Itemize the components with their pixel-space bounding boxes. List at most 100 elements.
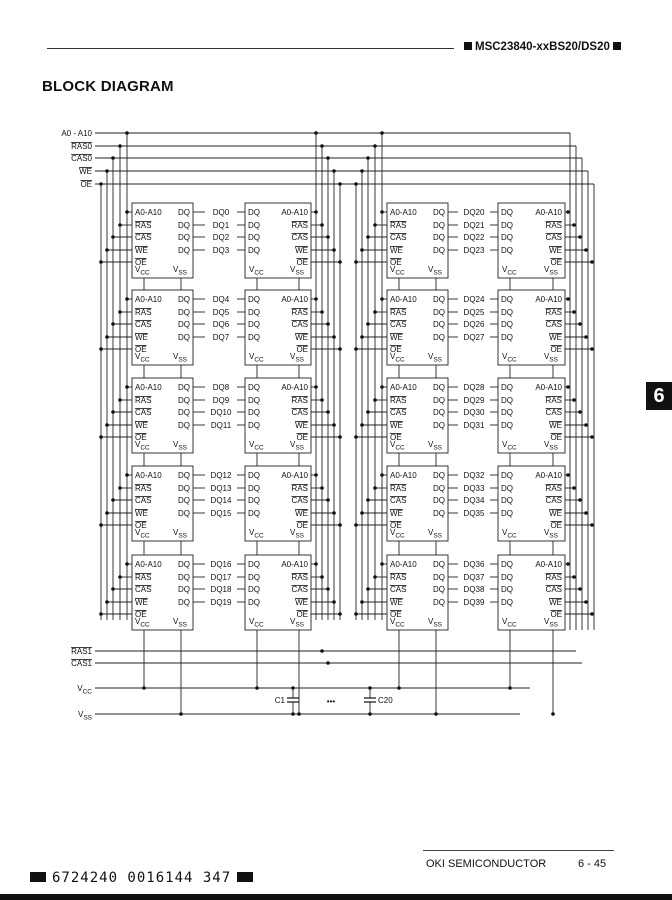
chip-pin-oe: OE (135, 345, 147, 354)
header-rule (47, 48, 454, 49)
chip-pin-a: A0-A10 (135, 295, 162, 304)
chip-pin-a: A0-A10 (535, 295, 562, 304)
chip-pin-we: WE (135, 246, 148, 255)
chip-pin-ras: RAS (546, 396, 562, 405)
junction-dot (118, 144, 122, 148)
junction-dot (360, 511, 364, 515)
junction-dot (380, 385, 384, 389)
chip-pin-dq: DQ (248, 421, 260, 430)
chip-pin-dq: DQ (501, 573, 513, 582)
chip-pin-cas: CAS (135, 496, 151, 505)
chip-pin-we: WE (390, 246, 403, 255)
chip-pin-cas: CAS (292, 408, 308, 417)
junction-dot (111, 322, 115, 326)
junction-dot (125, 210, 129, 214)
footer-company: OKI SEMICONDUCTOR (426, 858, 547, 870)
dram-chip (386, 465, 449, 542)
chip-pin-we: WE (135, 333, 148, 342)
chip-pin-vss: VSS (544, 352, 559, 364)
junction-dot (326, 498, 330, 502)
junction-dot (111, 587, 115, 591)
chip-pin-vss: VSS (428, 617, 443, 629)
chip-pin-dq: DQ (178, 560, 190, 569)
chip-pin-dq: DQ (248, 308, 260, 317)
junction-dot (360, 335, 364, 339)
chip-pin-vss: VSS (544, 265, 559, 277)
signal-label-ras1: RAS1 (71, 647, 92, 656)
chip-pin-cas: CAS (546, 585, 562, 594)
junction-dot (326, 410, 330, 414)
chip-pin-dq: DQ (501, 246, 513, 255)
chip-pin-dq: DQ (248, 560, 260, 569)
chip-pin-a: A0-A10 (135, 471, 162, 480)
junction-dot (584, 600, 588, 604)
junction-dot (566, 473, 570, 477)
junction-dot (125, 385, 129, 389)
junction-dot (566, 210, 570, 214)
chip-pin-oe: OE (296, 433, 308, 442)
chip-pin-oe: OE (135, 433, 147, 442)
chip-pin-dq: DQ (433, 221, 445, 230)
junction-dot (326, 661, 330, 665)
dram-chip (497, 377, 566, 454)
chip-pin-vss: VSS (290, 440, 305, 452)
header-title: MSC23840-xxBS20/DS20 (475, 41, 610, 53)
chip-pin-oe: OE (390, 258, 402, 267)
junction-dot (584, 335, 588, 339)
block-diagram: A0 - A10RAS0CAS0WEOERAS1CAS1VCCVSSA0-A10… (61, 129, 595, 722)
signal-label-a0-a10: A0 - A10 (61, 129, 92, 138)
chip-pin-a: A0-A10 (281, 295, 308, 304)
chip-pin-ras: RAS (390, 396, 406, 405)
signal-label-oe: OE (80, 180, 92, 189)
chip-pin-dq: DQ (178, 295, 190, 304)
dram-chip (244, 465, 312, 542)
dq-label: DQ12 (211, 471, 232, 480)
junction-dot (354, 347, 358, 351)
chip-pin-dq: DQ (178, 233, 190, 242)
square-bullet-icon (612, 42, 621, 50)
chip-pin-dq: DQ (501, 383, 513, 392)
dram-chip (131, 465, 194, 542)
chip-pin-a: A0-A10 (281, 471, 308, 480)
chip-pin-a: A0-A10 (390, 208, 417, 217)
chip-pin-ras: RAS (390, 484, 406, 493)
dram-chip (497, 202, 566, 279)
dram-chip (131, 554, 194, 631)
junction-dot (332, 423, 336, 427)
chip-pin-ras: RAS (135, 221, 151, 230)
dq-label: DQ34 (464, 496, 485, 505)
chip-pin-we: WE (390, 598, 403, 607)
junction-dot (99, 182, 103, 186)
junction-dot (320, 310, 324, 314)
dram-chip (386, 202, 449, 279)
junction-dot (99, 347, 103, 351)
barcode-block-icon (30, 872, 46, 882)
chip-pin-dq: DQ (248, 598, 260, 607)
chip-pin-dq: DQ (248, 295, 260, 304)
chip-pin-dq: DQ (248, 509, 260, 518)
chip-pin-oe: OE (390, 610, 402, 619)
junction-dot (590, 435, 594, 439)
dq-label: DQ14 (211, 496, 232, 505)
chip-pin-a: A0-A10 (281, 383, 308, 392)
chip-pin-ras: RAS (135, 573, 151, 582)
junction-dot (118, 398, 122, 402)
chip-pin-dq: DQ (248, 496, 260, 505)
chip-pin-vcc: VCC (502, 265, 517, 277)
chip-pin-vcc: VCC (135, 265, 150, 277)
dram-chip (386, 554, 449, 631)
chip-pin-a: A0-A10 (135, 383, 162, 392)
chip-pin-vcc: VCC (502, 352, 517, 364)
chip-pin-dq: DQ (178, 333, 190, 342)
junction-dot (118, 575, 122, 579)
junction-dot (380, 210, 384, 214)
chip-pin-a: A0-A10 (535, 560, 562, 569)
junction-dot (354, 612, 358, 616)
junction-dot (255, 686, 259, 690)
chip-pin-vss: VSS (173, 617, 188, 629)
junction-dot (380, 131, 384, 135)
chip-pin-ras: RAS (135, 484, 151, 493)
junction-dot (118, 223, 122, 227)
dq-label: DQ25 (464, 308, 485, 317)
dq-label: DQ20 (464, 208, 485, 217)
